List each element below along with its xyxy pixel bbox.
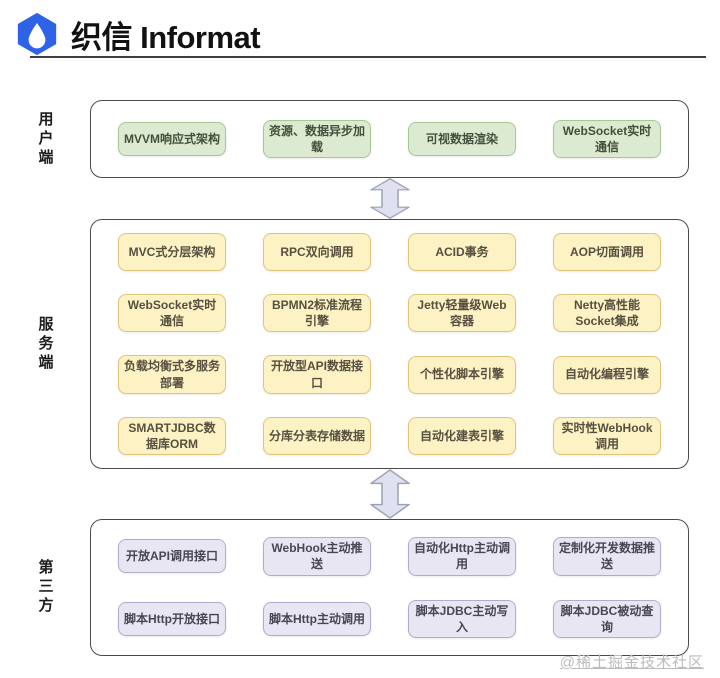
- third-party-tier-row: 第三方 开放API调用接口 WebHook主动推送自动化Http主动调用定制化开发…: [0, 519, 720, 656]
- feature-box: 实时性WebHook调用: [553, 416, 661, 456]
- feature-box: SMARTJDBC数据库ORM: [118, 416, 226, 456]
- feature-box: Jetty轻量级Web容器: [408, 293, 516, 333]
- feature-box: 自动化编程引擎: [553, 355, 661, 394]
- feature-box: 资源、数据异步加载: [263, 119, 371, 159]
- feature-box: BPMN2标准流程引擎: [263, 293, 371, 333]
- third-party-tier-items: 开放API调用接口 WebHook主动推送自动化Http主动调用定制化开发数据推送…: [91, 537, 688, 638]
- feature-box: 开放API调用接口: [118, 539, 226, 574]
- logo: 织信 Informat: [0, 0, 720, 57]
- server-third-connector: [0, 469, 720, 519]
- double-arrow-icon: [369, 469, 410, 519]
- server-tier-items: MVC式分层架构 RPC双向调用 ACID事务 AOP切面调用 WebSocket实时通…: [91, 232, 688, 456]
- user-tier-container: MVVM响应式架构 资源、数据异步加载 可视数据渲染 WebSocket实时通信: [90, 100, 689, 178]
- feature-box: 定制化开发数据推送: [553, 537, 661, 576]
- watermark: @稀土掘金技术社区: [559, 654, 704, 671]
- feature-box: AOP切面调用: [553, 232, 661, 271]
- feature-box: 个性化脚本引擎: [408, 355, 516, 394]
- feature-box: WebHook主动推送: [263, 537, 371, 576]
- feature-box: MVC式分层架构: [118, 232, 226, 271]
- feature-box: RPC双向调用: [263, 232, 371, 271]
- feature-box: 脚本Http开放接口: [118, 601, 226, 636]
- feature-box: 自动化Http主动调用: [408, 537, 516, 576]
- page-title: 织信 Informat: [71, 19, 261, 55]
- user-tier-row: 用户端 MVVM响应式架构 资源、数据异步加载 可视数据渲染 WebSocket实时通…: [0, 100, 720, 178]
- server-tier-container: MVC式分层架构 RPC双向调用 ACID事务 AOP切面调用 WebSocket实时通…: [90, 219, 689, 469]
- double-arrow-icon: [369, 178, 410, 219]
- feature-box: 可视数据渲染: [408, 122, 516, 156]
- feature-box: 开放型API数据接口: [263, 355, 371, 394]
- feature-box: 自动化建表引擎: [408, 416, 516, 455]
- header: 织信 Informat: [0, 0, 720, 58]
- hexagon-droplet-logo-icon: [17, 12, 57, 56]
- feature-box: MVVM响应式架构: [118, 122, 226, 156]
- third-party-tier-label: 第三方: [36, 559, 54, 616]
- feature-box: 脚本Http主动调用: [263, 601, 371, 636]
- third-party-tier-container: 开放API调用接口 WebHook主动推送自动化Http主动调用定制化开发数据推送…: [90, 519, 689, 656]
- architecture-diagram: 用户端 MVVM响应式架构 资源、数据异步加载 可视数据渲染 WebSocket实时通…: [0, 100, 720, 656]
- header-divider: [30, 56, 706, 58]
- feature-box: WebSocket实时通信: [118, 293, 226, 333]
- feature-box: 负载均衡式多服务部署: [118, 355, 226, 394]
- user-tier-label: 用户端: [36, 110, 54, 168]
- user-tier-items: MVVM响应式架构 资源、数据异步加载 可视数据渲染 WebSocket实时通信: [91, 119, 688, 159]
- user-server-connector: [0, 178, 720, 219]
- feature-box: WebSocket实时通信: [553, 119, 661, 159]
- server-tier-row: 服务端 MVC式分层架构 RPC双向调用 ACID事务 AOP切面调用 WebSocke…: [0, 219, 720, 469]
- feature-box: 脚本JDBC主动写入: [408, 599, 516, 638]
- feature-box: ACID事务: [408, 232, 516, 271]
- feature-box: Netty高性能Socket集成: [553, 293, 661, 333]
- server-tier-label: 服务端: [36, 315, 54, 373]
- feature-box: 分库分表存储数据: [263, 416, 371, 455]
- feature-box: 脚本JDBC被动查询: [553, 599, 661, 638]
